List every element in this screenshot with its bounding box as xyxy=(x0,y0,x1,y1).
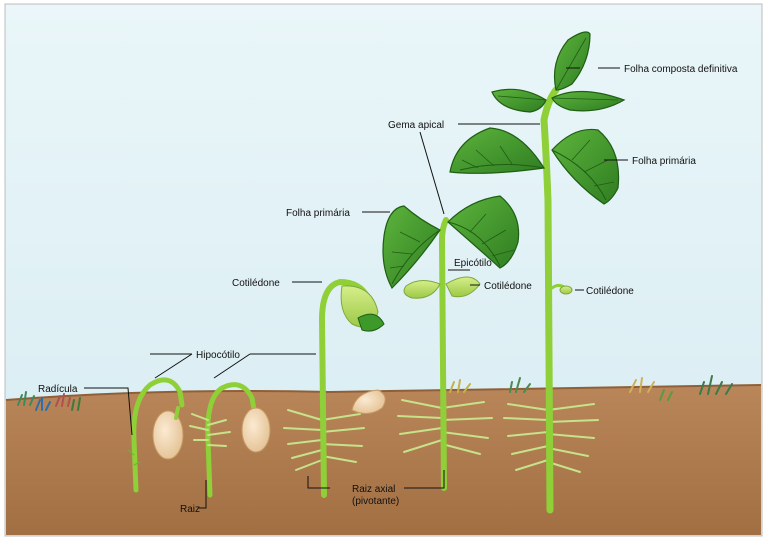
label-folha-primaria-1: Folha primária xyxy=(286,208,350,219)
label-folha-composta: Folha composta definitiva xyxy=(624,64,738,75)
label-raiz-axial: Raiz axial xyxy=(352,484,395,495)
label-cotiledone-2: Cotilédone xyxy=(484,281,532,292)
label-epicotilo: Epicótilo xyxy=(454,258,492,269)
label-cotiledone-1: Cotilédone xyxy=(232,278,280,289)
label-raiz: Raiz xyxy=(180,504,200,515)
label-gema-apical: Gema apical xyxy=(388,120,444,131)
label-pivotante: (pivotante) xyxy=(352,496,399,507)
label-cotiledone-3: Cotilédone xyxy=(586,286,634,297)
label-folha-primaria-2: Folha primária xyxy=(632,156,696,167)
seed xyxy=(153,411,183,459)
label-hipocotilo: Hipocótilo xyxy=(196,350,240,361)
seed xyxy=(242,408,270,452)
label-radicula: Radícula xyxy=(38,384,78,395)
soil xyxy=(6,385,761,535)
